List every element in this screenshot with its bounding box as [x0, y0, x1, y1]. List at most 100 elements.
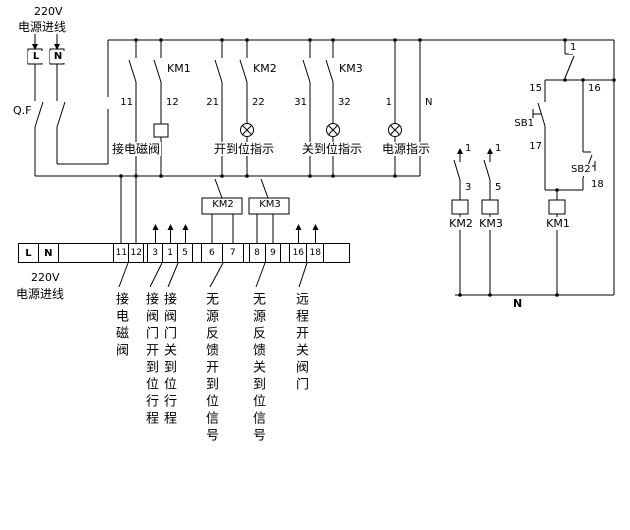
- caption-solenoid: 接电磁阀: [111, 142, 162, 156]
- caption-power-indicator: 电源指示: [381, 142, 432, 156]
- km1-coil-label: KM1: [541, 217, 575, 230]
- feedback-km2-label: KM2: [212, 199, 234, 210]
- terminal-caption: 无源反馈开到位信号: [203, 292, 218, 445]
- terminal-1-label: 1: [365, 97, 393, 109]
- terminal-caption: 无源反馈关到位信号: [250, 292, 265, 445]
- km2-contact: [214, 59, 223, 83]
- terminal-cell: [193, 244, 202, 262]
- km3-contact-label: KM3: [338, 62, 364, 75]
- terminal-cell: 8: [250, 244, 266, 262]
- km3-coil-label: KM3: [474, 217, 508, 230]
- feedback-km3-label: KM3: [259, 199, 281, 210]
- km2-contact: [239, 59, 248, 83]
- terminal-cell: 6: [202, 244, 223, 262]
- l-terminal: L: [28, 51, 44, 63]
- strip-stubs: [152, 224, 319, 243]
- km2-coil-wire1: 1: [464, 143, 473, 155]
- nc-contact-blade: [564, 55, 575, 79]
- terminal-cell: 3: [148, 244, 164, 262]
- feedback-km3: [248, 178, 290, 243]
- terminal-cell: 9: [266, 244, 282, 262]
- power-rails: [35, 39, 614, 296]
- supply-label: 电源进线: [17, 20, 68, 34]
- wire-16-label: 16: [587, 83, 602, 95]
- supply-arrow-icon: [54, 44, 60, 50]
- km2-aux-contact: [214, 178, 223, 199]
- terminal-cell: [244, 244, 250, 262]
- km3-contact: [325, 59, 334, 83]
- terminal-cell: 16: [290, 244, 308, 262]
- terminal-cell: [144, 244, 149, 262]
- terminal-cell: 12: [129, 244, 145, 262]
- km2-coil: [451, 199, 469, 215]
- terminal-31-label: 31: [280, 97, 308, 109]
- supply-voltage: 220V: [33, 5, 64, 18]
- n-terminal: N: [50, 51, 66, 63]
- travel-contact: [483, 159, 491, 181]
- km3-coil-wire1: 1: [494, 143, 503, 155]
- terminal-caption: 接电磁阀: [113, 292, 128, 360]
- terminal-cell: 7: [223, 244, 244, 262]
- terminal-caption: 接阀门开到位行程: [143, 292, 158, 428]
- wire-arrow-icon: [457, 148, 463, 154]
- wire-1-label: 1: [569, 42, 578, 54]
- terminal-12-label: 12: [165, 97, 180, 109]
- km3-aux-contact: [260, 178, 269, 199]
- terminal-cell: [281, 244, 291, 262]
- wire-arrow-icon: [487, 148, 493, 154]
- feedback-km2: [201, 178, 243, 243]
- leader-lines: [118, 262, 308, 288]
- wire-17-label: 17: [517, 141, 543, 153]
- junction-dots: [119, 38, 616, 297]
- strip-supply-voltage: 220V: [30, 271, 61, 284]
- terminal-cell: L: [19, 244, 39, 262]
- terminal-21-label: 21: [192, 97, 220, 109]
- sb1-button-blade: [537, 102, 546, 127]
- terminal-cell: 1: [163, 244, 179, 262]
- terminal-cell: [324, 244, 349, 262]
- terminal-cell: 18: [307, 244, 325, 262]
- km2-contact-label: KM2: [252, 62, 278, 75]
- caption-close-indicator: 关到位指示: [301, 142, 364, 156]
- lamp-icon: [388, 123, 402, 137]
- strip-supply-label: 电源进线: [15, 287, 66, 301]
- terminal-cell: 11: [114, 244, 130, 262]
- control-circuit: [451, 40, 615, 295]
- caption-open-indicator: 开到位指示: [213, 142, 276, 156]
- sb1-label: SB1: [507, 118, 535, 130]
- breaker-label: Q.F: [12, 104, 33, 117]
- terminal-22-label: 22: [251, 97, 266, 109]
- terminal-drops: [120, 176, 137, 243]
- terminal-cell: [59, 244, 115, 262]
- terminal-cell: 5: [178, 244, 193, 262]
- wire-18-label: 18: [590, 179, 605, 191]
- neutral-rail-label: N: [512, 297, 524, 310]
- branch-open-lamp: [214, 40, 254, 176]
- qf-breaker-blade: [56, 101, 66, 128]
- km3-coil: [481, 199, 499, 215]
- terminal-32-label: 32: [337, 97, 352, 109]
- terminal-caption: 接阀门关到位行程: [161, 292, 176, 428]
- sb2-label: SB2: [570, 164, 592, 176]
- km2-coil-wire3: 3: [464, 182, 473, 194]
- terminal-11-label: 11: [106, 97, 134, 109]
- km3-contact: [302, 59, 311, 83]
- lamp-icon: [326, 123, 340, 137]
- wire-15-label: 15: [517, 83, 543, 95]
- km1-contact-label: KM1: [166, 62, 192, 75]
- solenoid-symbol: [153, 123, 169, 138]
- lamp-icon: [240, 123, 254, 137]
- terminal-cell: N: [39, 244, 59, 262]
- branch-solenoid: [128, 40, 169, 176]
- km1-coil: [548, 199, 566, 215]
- terminal-n-label: N: [424, 97, 434, 109]
- km2-coil-label: KM2: [444, 217, 478, 230]
- travel-contact: [453, 159, 461, 181]
- supply-arrow-icon: [32, 44, 38, 50]
- km1-contact: [153, 59, 162, 83]
- qf-breaker-blade: [34, 101, 44, 128]
- km3-coil-wire5: 5: [494, 182, 503, 194]
